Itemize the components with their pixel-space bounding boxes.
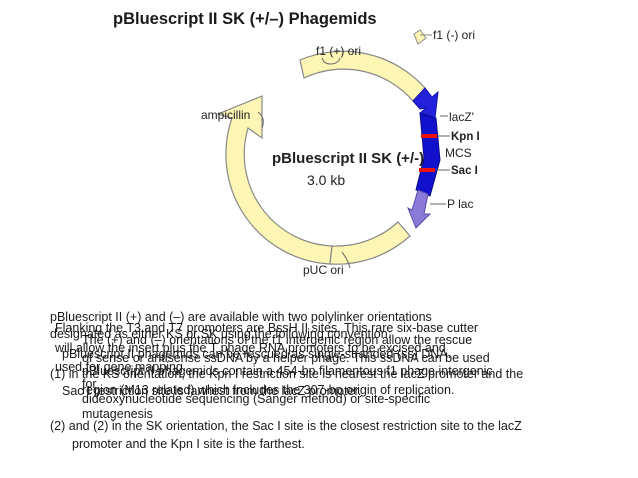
center-title: pBluescript II SK (+/-) [272, 150, 424, 167]
text-line: pBluescript II phagemids can be rescued … [62, 347, 452, 361]
ampicillin-bracket [257, 111, 264, 129]
lacz-label: lacZ' [449, 110, 474, 124]
text-line: The (+) and (–) orientations of the f1 i… [82, 333, 473, 347]
text-line: of sense or antisense ssDNA by a helper … [82, 351, 490, 365]
text-line: mutagenesis [82, 407, 153, 421]
puc-ori-arc [329, 221, 411, 265]
puc-ori-label: pUC ori [303, 263, 344, 277]
text-line: (1) in the KS orientation, the Kpn I res… [50, 367, 524, 381]
text-line: region (M13 related) which includes the … [82, 383, 455, 397]
sac1-label: Sac I [451, 165, 478, 177]
text-line: promoter and the Kpn I site is the farth… [72, 437, 305, 451]
sac1-marker [419, 168, 435, 172]
f1-minus-ori-label: f1 (-) ori [433, 28, 475, 42]
plac-label: P lac [447, 197, 473, 211]
kpn1-label: Kpn I [451, 131, 480, 143]
text-line: Sac I restriction site is farthest from … [62, 384, 362, 398]
text-line: pBluescript II (+) and (–) are available… [50, 310, 432, 324]
text-line: pBluescript II phagemids contain a 454-b… [82, 364, 493, 378]
diagram-title: pBluescript II SK (+/–) Phagemids [113, 10, 377, 28]
f1-plus-bracket [321, 57, 341, 65]
mcs-label: MCS [445, 146, 472, 160]
text-line: designated as either KS or SK using the … [50, 327, 392, 341]
kpn1-marker [421, 134, 437, 138]
phagemid-map-diagram: pBluescript II SK (+/–) Phagemids f1 (-)… [113, 10, 480, 277]
ampicillin-arc [216, 95, 333, 265]
center-size: 3.0 kb [307, 172, 345, 188]
mcs-block [415, 112, 441, 197]
puc-bracket [341, 251, 351, 269]
text-line: Flanking the T3 and T7 promoters are Bss… [55, 321, 479, 335]
f1-plus-ori-label: f1 (+) ori [316, 44, 361, 58]
text-line: (2) and (2) in the SK orientation, the S… [50, 419, 522, 433]
text-line: used for gene mapping. [55, 360, 187, 374]
text-line: will allow the insert plus the T phage R… [55, 341, 446, 355]
plac-arrow [407, 189, 432, 229]
text-line: for [82, 377, 97, 391]
text-line: dideoxynucleotide sequencing (Sanger met… [82, 392, 431, 406]
ampicillin-label: ampicillin [201, 108, 250, 122]
f1-minus-ori-marker [413, 29, 427, 45]
